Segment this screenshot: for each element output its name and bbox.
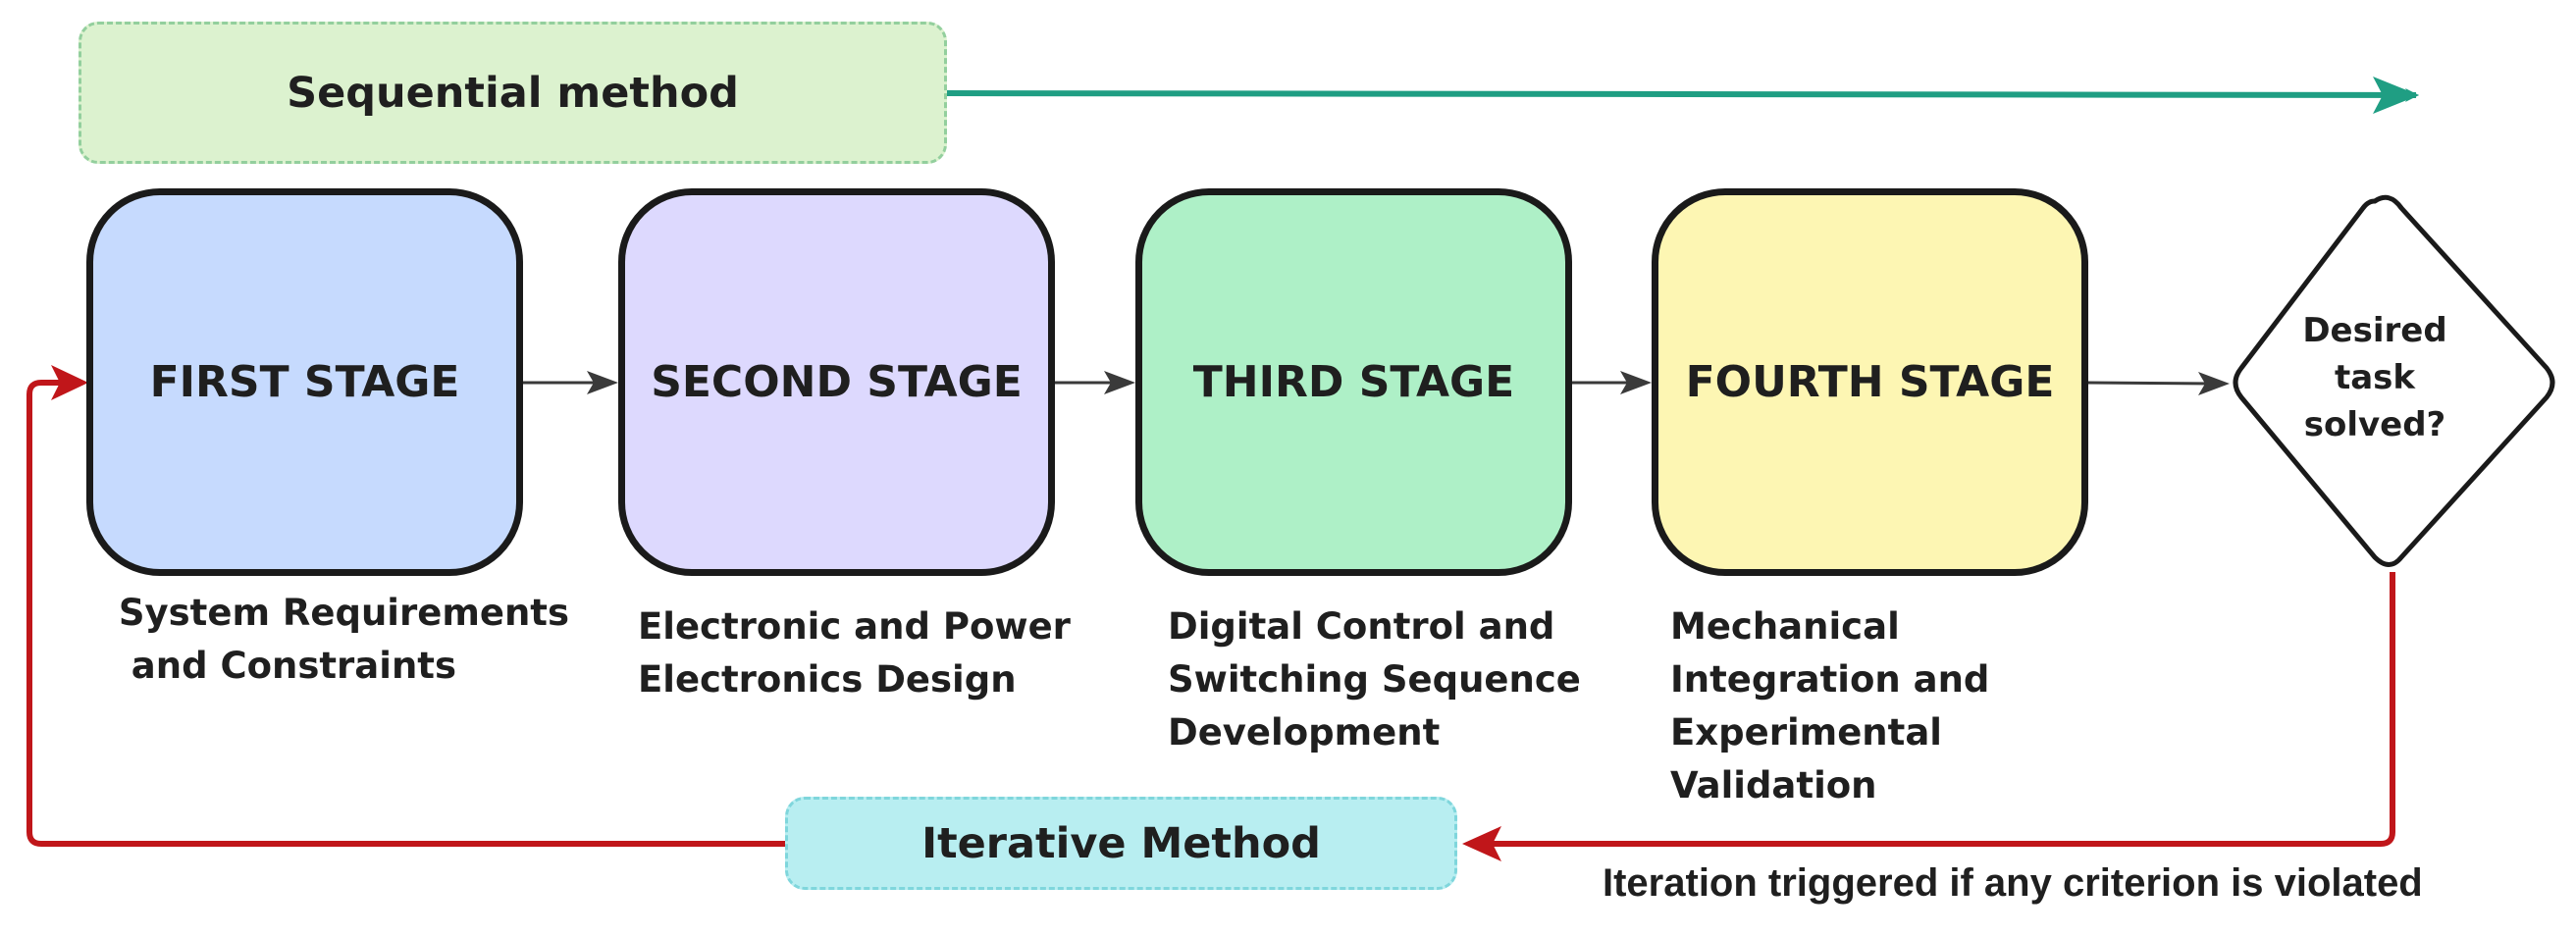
caption-line: System Requirements [106,592,570,634]
decision-diamond [2233,194,2555,567]
caption-line: Development [1168,711,1441,754]
fourth-stage-title: FOURTH STAGE [1685,357,2055,407]
feedback-arrowhead-iterative [1462,826,1501,861]
arrowhead-stage1-to-stage2 [587,371,618,394]
sequential-method-label: Sequential method [287,68,739,118]
decision-label: Desired task solved? [2277,307,2473,448]
caption-line: Digital Control and [1168,605,1555,648]
decision-line: task [2334,358,2416,397]
second-stage-box: SECOND STAGE [618,188,1055,576]
feedback-path-iterative-to-stage1 [26,380,785,847]
sequential-arrow [946,87,2419,102]
caption-line: Integration and [1670,658,1990,701]
fourth-stage-caption: Mechanical Integration and Experimental … [1670,600,1989,812]
iteration-note: Iteration triggered if any criterion is … [1603,861,2423,905]
caption-line: Mechanical [1670,605,1900,648]
sequential-method-box: Sequential method [79,22,947,164]
arrowhead-stage3-to-stage4 [1620,371,1652,394]
second-stage-caption: Electronic and Power Electronics Design [638,600,1071,706]
caption-line: Electronic and Power [638,605,1071,648]
caption-line: and Constraints [106,645,457,687]
fourth-stage-box: FOURTH STAGE [1652,188,2088,576]
arrowhead-stage4-to-decision [2198,372,2230,395]
decision-line: Desired [2302,311,2447,350]
third-stage-caption: Digital Control and Switching Sequence D… [1168,600,1581,759]
third-stage-title: THIRD STAGE [1192,357,1515,407]
caption-line: Switching Sequence [1168,658,1581,701]
third-stage-box: THIRD STAGE [1135,188,1572,576]
first-stage-title: FIRST STAGE [149,357,460,407]
arrowhead-stage2-to-stage3 [1104,371,1135,394]
iterative-method-label: Iterative Method [921,818,1321,868]
caption-line: Validation [1670,764,1877,806]
iterative-method-box: Iterative Method [785,797,1457,890]
arrow-stage4-to-decision [2087,381,2217,386]
second-stage-title: SECOND STAGE [651,357,1023,407]
first-stage-caption: System Requirements and Constraints [106,587,569,693]
sequential-arrowhead [2373,77,2419,114]
feedback-arrowhead-stage1 [51,365,88,400]
caption-line: Experimental [1670,711,1942,754]
decision-line: solved? [2303,405,2446,444]
first-stage-box: FIRST STAGE [86,188,523,576]
caption-line: Electronics Design [638,658,1017,701]
feedback-path-decision-to-iterative [1484,572,2395,847]
